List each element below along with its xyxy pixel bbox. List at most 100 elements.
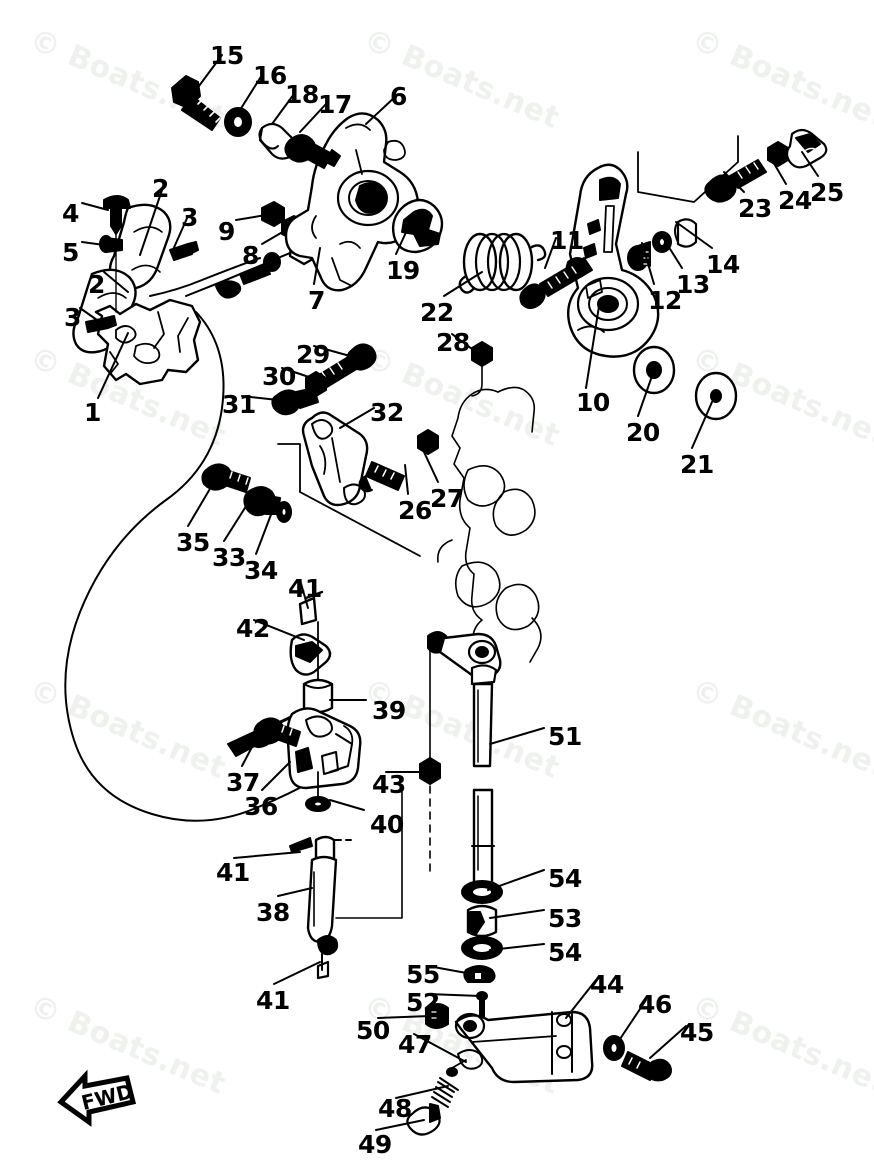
callout-number-4: 4 (62, 199, 79, 228)
callout-number-16: 16 (253, 61, 287, 90)
callout-number-46: 46 (638, 990, 672, 1019)
callout-number-5: 5 (62, 238, 79, 267)
bolt-26 (358, 461, 405, 493)
callout-number-11: 11 (550, 226, 584, 255)
callout-number-29: 29 (296, 340, 330, 369)
bolt-37 (253, 717, 301, 747)
washer-13 (652, 231, 672, 253)
callout-number-51: 51 (548, 722, 582, 751)
callout-number-47: 47 (398, 1030, 432, 1059)
callout-number-18: 18 (285, 80, 319, 109)
callout-number-44: 44 (590, 970, 624, 999)
washer-16 (224, 107, 252, 137)
callout-number-14: 14 (706, 250, 740, 279)
part-38-shift-rod (306, 835, 339, 980)
callout-number-52: 52 (406, 988, 440, 1017)
callout-number-17: 17 (318, 90, 352, 119)
fastener-3-upper (169, 241, 199, 261)
fwd-orientation-marker: FWD (55, 1068, 145, 1130)
part-32-link (301, 411, 369, 507)
callout-number-30: 30 (262, 362, 296, 391)
callout-number-3: 3 (181, 203, 198, 232)
bolt-31 (271, 387, 319, 416)
bolt-23 (704, 159, 767, 203)
callout-number-23: 23 (738, 194, 772, 223)
part-36-shift-bracket (286, 707, 362, 790)
callout-number-20: 20 (626, 418, 660, 447)
callout-number-1: 1 (84, 398, 101, 427)
washer-34 (276, 501, 292, 523)
callout-number-32: 32 (370, 398, 404, 427)
pin-47 (446, 1059, 467, 1077)
callout-number-3: 3 (64, 303, 81, 332)
callout-number-42: 42 (236, 614, 270, 643)
callout-number-35: 35 (176, 528, 210, 557)
callout-number-49: 49 (358, 1130, 392, 1159)
callout-number-31: 31 (222, 390, 256, 419)
callout-number-26: 26 (398, 496, 432, 525)
part-55-clip (463, 965, 496, 983)
callout-number-43: 43 (372, 770, 406, 799)
fastener-15-bolt (171, 75, 221, 131)
part-42-cable-end (289, 633, 332, 676)
callout-number-2: 2 (88, 270, 105, 299)
callout-number-48: 48 (378, 1094, 412, 1123)
cable-1-body (64, 311, 319, 822)
callout-number-25: 25 (810, 178, 844, 207)
part-39-bushing (302, 678, 334, 714)
part-41-clip-top (298, 590, 324, 626)
callout-number-54: 54 (548, 864, 582, 893)
callout-number-55: 55 (406, 960, 440, 989)
callout-number-24: 24 (778, 186, 812, 215)
callout-number-27: 27 (430, 484, 464, 513)
callout-number-41: 41 (256, 986, 290, 1015)
bolt-11 (519, 257, 593, 309)
phantom-engine-outline (436, 386, 542, 663)
callout-number-9: 9 (218, 217, 235, 246)
part-51-shift-shaft (427, 631, 502, 886)
callout-number-22: 22 (420, 298, 454, 327)
nut-40 (305, 796, 331, 812)
fastener-3-lower (85, 315, 117, 333)
callout-number-41: 41 (288, 574, 322, 603)
washer-20 (632, 345, 676, 395)
nut-43 (419, 757, 441, 785)
nut-24 (767, 141, 789, 167)
part-19-roller (391, 198, 444, 254)
part-53-bushing (466, 904, 498, 938)
callout-number-45: 45 (680, 1018, 714, 1047)
callout-number-41: 41 (216, 858, 250, 887)
callout-number-34: 34 (244, 556, 278, 585)
nut-27 (417, 429, 439, 455)
callout-number-19: 19 (386, 256, 420, 285)
callout-number-8: 8 (242, 241, 259, 270)
part-6-cam-lever (284, 112, 420, 292)
callout-number-38: 38 (256, 898, 290, 927)
bushing-12 (627, 241, 651, 271)
part-group-bracket-left (72, 195, 202, 386)
callout-number-39: 39 (372, 696, 406, 725)
callout-number-21: 21 (680, 450, 714, 479)
nut-28 (471, 341, 493, 367)
callout-number-7: 7 (308, 286, 325, 315)
washer-21 (694, 371, 738, 421)
callout-number-28: 28 (436, 328, 470, 357)
callout-number-37: 37 (226, 768, 260, 797)
callout-number-36: 36 (244, 792, 278, 821)
callout-number-12: 12 (648, 286, 682, 315)
bolt-35 (201, 463, 251, 493)
washer-46 (603, 1035, 625, 1061)
bolt-17 (284, 134, 341, 169)
part-25-end-fitting (785, 128, 828, 169)
callout-number-13: 13 (676, 270, 710, 299)
callout-number-6: 6 (390, 82, 407, 111)
callout-number-15: 15 (210, 41, 244, 70)
bolt-45 (621, 1051, 672, 1082)
fastener-5 (99, 235, 123, 253)
washer-54-upper (461, 880, 503, 904)
part-22-spring (458, 232, 547, 294)
spring-48 (431, 1077, 459, 1108)
part-44-shift-bracket (454, 1010, 594, 1084)
